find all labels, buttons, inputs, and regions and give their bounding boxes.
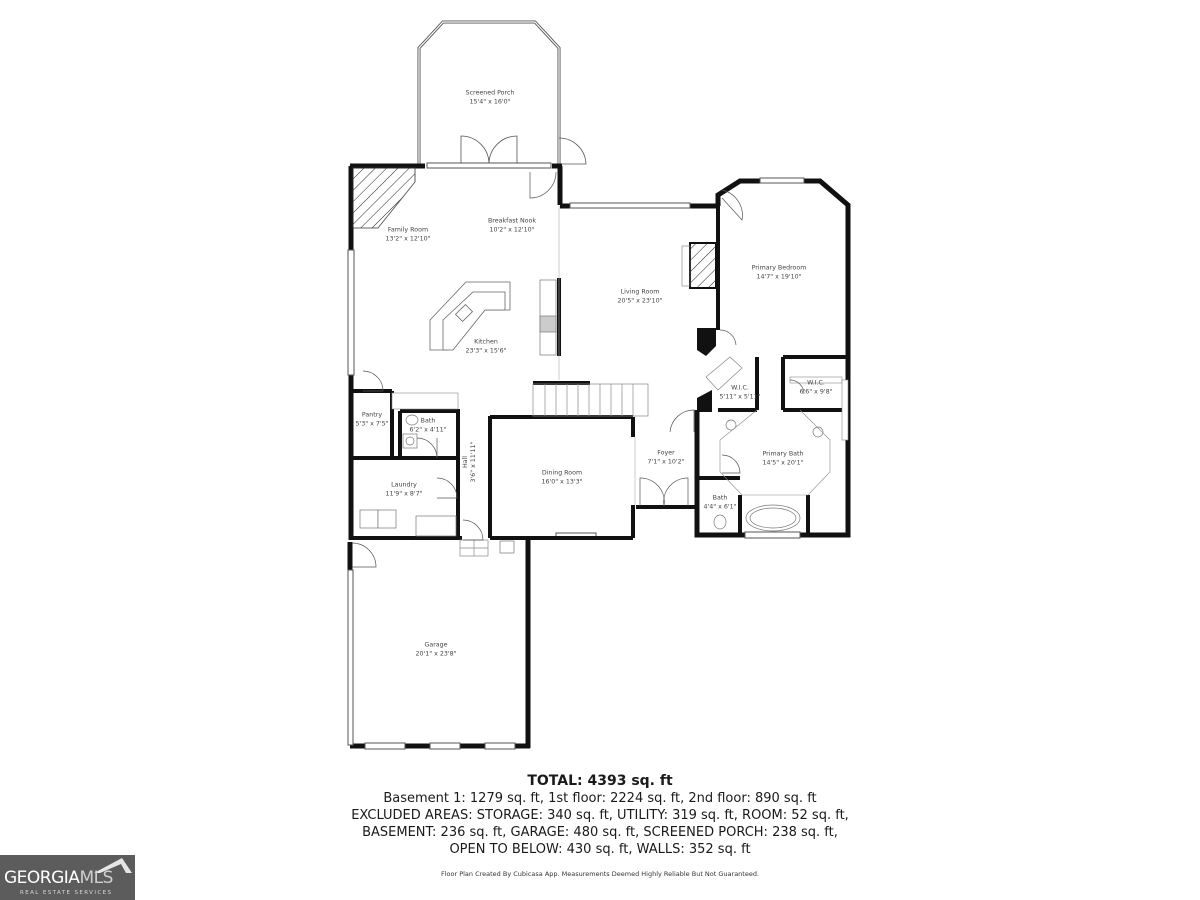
room-pantry: Pantry 5'3" x 7'5" — [355, 412, 388, 429]
logo-tagline: REAL ESTATE SERVICES — [20, 890, 113, 896]
room-name: Primary Bath — [762, 450, 804, 458]
total-area: TOTAL: 4393 sq. ft — [527, 773, 673, 789]
room-dimensions: 15'4" x 16'0" — [469, 98, 511, 105]
windows — [347, 162, 805, 750]
room-breakfast-nook: Breakfast Nook 10'2" x 12'10" — [488, 218, 536, 235]
room-screened-porch: Screened Porch 15'4" x 16'0" — [466, 90, 515, 107]
logo-brand-mls: MLS — [79, 868, 113, 888]
room-wic-2: W.I.C. 6'6" x 9'8" — [799, 380, 832, 397]
wall-column — [697, 390, 712, 412]
room-name: Dining Room — [541, 469, 583, 477]
room-name: Primary Bedroom — [751, 264, 807, 272]
fireplace-living-room — [681, 242, 717, 289]
room-name: Bath — [420, 417, 436, 425]
room-wic-1: W.I.C. 5'11" x 5'11" — [719, 385, 760, 402]
room-dimensions: 5'11" x 5'11" — [719, 393, 761, 400]
wall-column — [697, 328, 716, 356]
georgia-mls-logo: GEORGIAMLS REAL ESTATE SERVICES — [0, 855, 135, 900]
room-name: Laundry — [391, 481, 417, 489]
room-dimensions: 3'6" x 11'11" — [470, 441, 477, 483]
room-name: Screened Porch — [465, 89, 515, 97]
room-name: W.I.C. — [807, 379, 825, 387]
disclaimer: Floor Plan Created By Cubicasa App. Meas… — [440, 870, 760, 878]
room-dimensions: 20'1" x 23'8" — [415, 650, 457, 657]
room-garage: Garage 20'1" x 23'8" — [415, 642, 456, 659]
room-name: Breakfast Nook — [487, 217, 537, 225]
room-name: Kitchen — [474, 338, 498, 346]
room-name: Garage — [424, 641, 448, 649]
door-swings — [351, 171, 805, 568]
logo-brand: GEORGIAMLS — [4, 868, 113, 888]
area-line-floors: Basement 1: 1279 sq. ft, 1st floor: 2224… — [383, 791, 817, 806]
room-dimensions: 13'2" x 12'10" — [385, 235, 431, 242]
room-dimensions: 10'2" x 12'10" — [489, 226, 535, 233]
room-living-room: Living Room 20'5" x 23'10" — [617, 289, 662, 306]
room-name: Bath — [712, 494, 728, 502]
bath-fixtures — [402, 414, 824, 554]
kitchen-island — [429, 281, 511, 351]
room-name: Pantry — [361, 411, 383, 419]
room-name: Family Room — [387, 226, 429, 234]
fireplace-family-room — [352, 167, 416, 229]
room-dimensions: 6'6" x 9'8" — [799, 388, 833, 395]
area-line-excluded-3: OPEN TO BELOW: 430 sq. ft, WALLS: 352 sq… — [449, 842, 751, 857]
area-summary: TOTAL: 4393 sq. ft Basement 1: 1279 sq. … — [0, 772, 1200, 858]
porch-french-door — [460, 135, 587, 165]
room-dimensions: 20'5" x 23'10" — [617, 297, 663, 304]
primary-steps — [705, 356, 743, 391]
room-bath: Bath 6'2" x 4'11" — [409, 418, 446, 435]
pantry-shelf — [391, 392, 459, 410]
kitchen-counter — [539, 279, 557, 356]
area-line-excluded-2: BASEMENT: 236 sq. ft, GARAGE: 480 sq. ft… — [362, 825, 838, 840]
room-dimensions: 11'9" x 8'7" — [385, 490, 423, 497]
interior-walls — [351, 206, 848, 540]
roof-icon — [94, 858, 132, 873]
room-dining-room: Dining Room 16'0" x 13'3" — [541, 470, 582, 487]
room-family-room: Family Room 13'2" x 12'10" — [385, 227, 430, 244]
room-bath-small: Bath 4'4" x 6'1" — [703, 495, 736, 512]
room-dimensions: 14'7" x 19'10" — [756, 273, 802, 280]
area-line-excluded-1: EXCLUDED AREAS: STORAGE: 340 sq. ft, UTI… — [351, 808, 849, 823]
garage-stairs — [459, 539, 489, 557]
room-dimensions: 4'4" x 6'1" — [703, 503, 737, 510]
room-laundry: Laundry 11'9" x 8'7" — [385, 482, 422, 499]
room-dimensions: 5'3" x 7'5" — [355, 420, 389, 427]
wic-shelving — [841, 379, 849, 441]
room-dimensions: 6'2" x 4'11" — [409, 426, 447, 433]
room-hall: Hall 3'6" x 11'11" — [462, 441, 478, 482]
room-name: Hall — [462, 455, 469, 469]
room-primary-bath: Primary Bath 14'5" x 20'1" — [762, 451, 803, 468]
room-dimensions: 14'5" x 20'1" — [762, 459, 804, 466]
room-kitchen: Kitchen 23'3" x 15'6" — [465, 339, 506, 356]
logo-brand-georgia: GEORGIA — [4, 868, 80, 888]
room-name: Foyer — [657, 449, 675, 457]
laundry-appliances — [359, 509, 457, 537]
room-name: W.I.C. — [731, 384, 749, 392]
room-primary-bedroom: Primary Bedroom 14'7" x 19'10" — [752, 265, 807, 282]
room-foyer: Foyer 7'1" x 10'2" — [647, 450, 684, 467]
main-staircase — [532, 383, 649, 417]
room-dimensions: 7'1" x 10'2" — [647, 458, 685, 465]
room-dimensions: 16'0" x 13'3" — [541, 478, 583, 485]
room-dimensions: 23'3" x 15'6" — [465, 347, 507, 354]
room-name: Living Room — [620, 288, 660, 296]
